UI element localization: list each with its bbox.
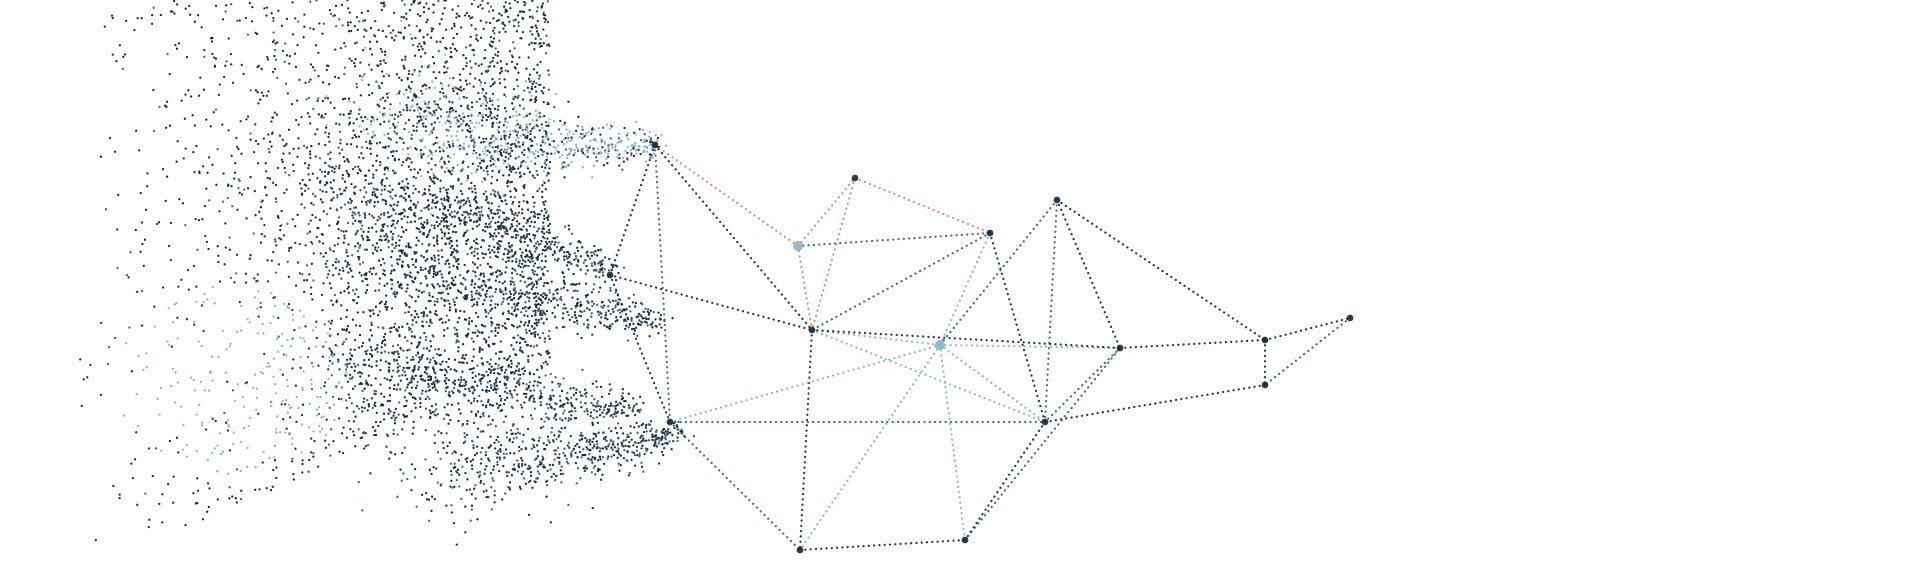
network-edge [653, 143, 672, 424]
network-edge [938, 343, 1047, 424]
network-node [935, 340, 945, 350]
network-edge [988, 231, 1047, 424]
network-edge [796, 244, 814, 332]
network-edge [1043, 346, 1122, 424]
network-node [1116, 344, 1124, 352]
network-edge [653, 143, 814, 332]
network-edge [798, 343, 942, 552]
network-edge [1043, 198, 1059, 424]
network-edge [1263, 316, 1352, 342]
network-nodes [606, 141, 1354, 554]
network-node [1261, 381, 1269, 389]
network-edge [938, 198, 1059, 347]
network-edge [1055, 198, 1267, 342]
network-edge [1055, 198, 1122, 350]
network-edge [1118, 338, 1267, 350]
network-node [666, 418, 674, 426]
network-edge [608, 273, 814, 332]
network-edge [938, 231, 992, 347]
network-node [961, 536, 969, 544]
network-edge [853, 176, 992, 235]
network-node [793, 241, 803, 251]
network-edge [796, 231, 992, 248]
network-node [1041, 418, 1049, 426]
network-edge [810, 176, 857, 332]
network-edge [810, 231, 992, 332]
network-node [651, 141, 659, 149]
network-node [1053, 196, 1061, 204]
network-edge [810, 328, 1047, 424]
network-node [986, 229, 994, 237]
network-node [796, 546, 804, 554]
network-edge [938, 343, 1122, 350]
particle-cloud [79, 0, 696, 546]
network-edge [798, 538, 967, 552]
network-edge [938, 343, 967, 542]
network-edge [668, 343, 942, 424]
network-edge [796, 176, 857, 248]
network-node [1261, 336, 1269, 344]
network-edge [963, 420, 1047, 542]
network-edge [668, 420, 802, 552]
network-edge [608, 273, 672, 424]
network-edge [963, 346, 1122, 542]
network-edge [798, 328, 814, 552]
network-node [808, 326, 816, 334]
network-edge [608, 143, 657, 277]
network-edge [1043, 383, 1267, 424]
cloud-dark-particles [79, 0, 686, 546]
network-node [606, 271, 614, 279]
network-edge [810, 328, 1122, 350]
network-edges [608, 143, 1352, 552]
network-node [1346, 314, 1354, 322]
network-edge [810, 328, 942, 347]
network-node [851, 174, 859, 182]
network-edge [1263, 316, 1352, 387]
